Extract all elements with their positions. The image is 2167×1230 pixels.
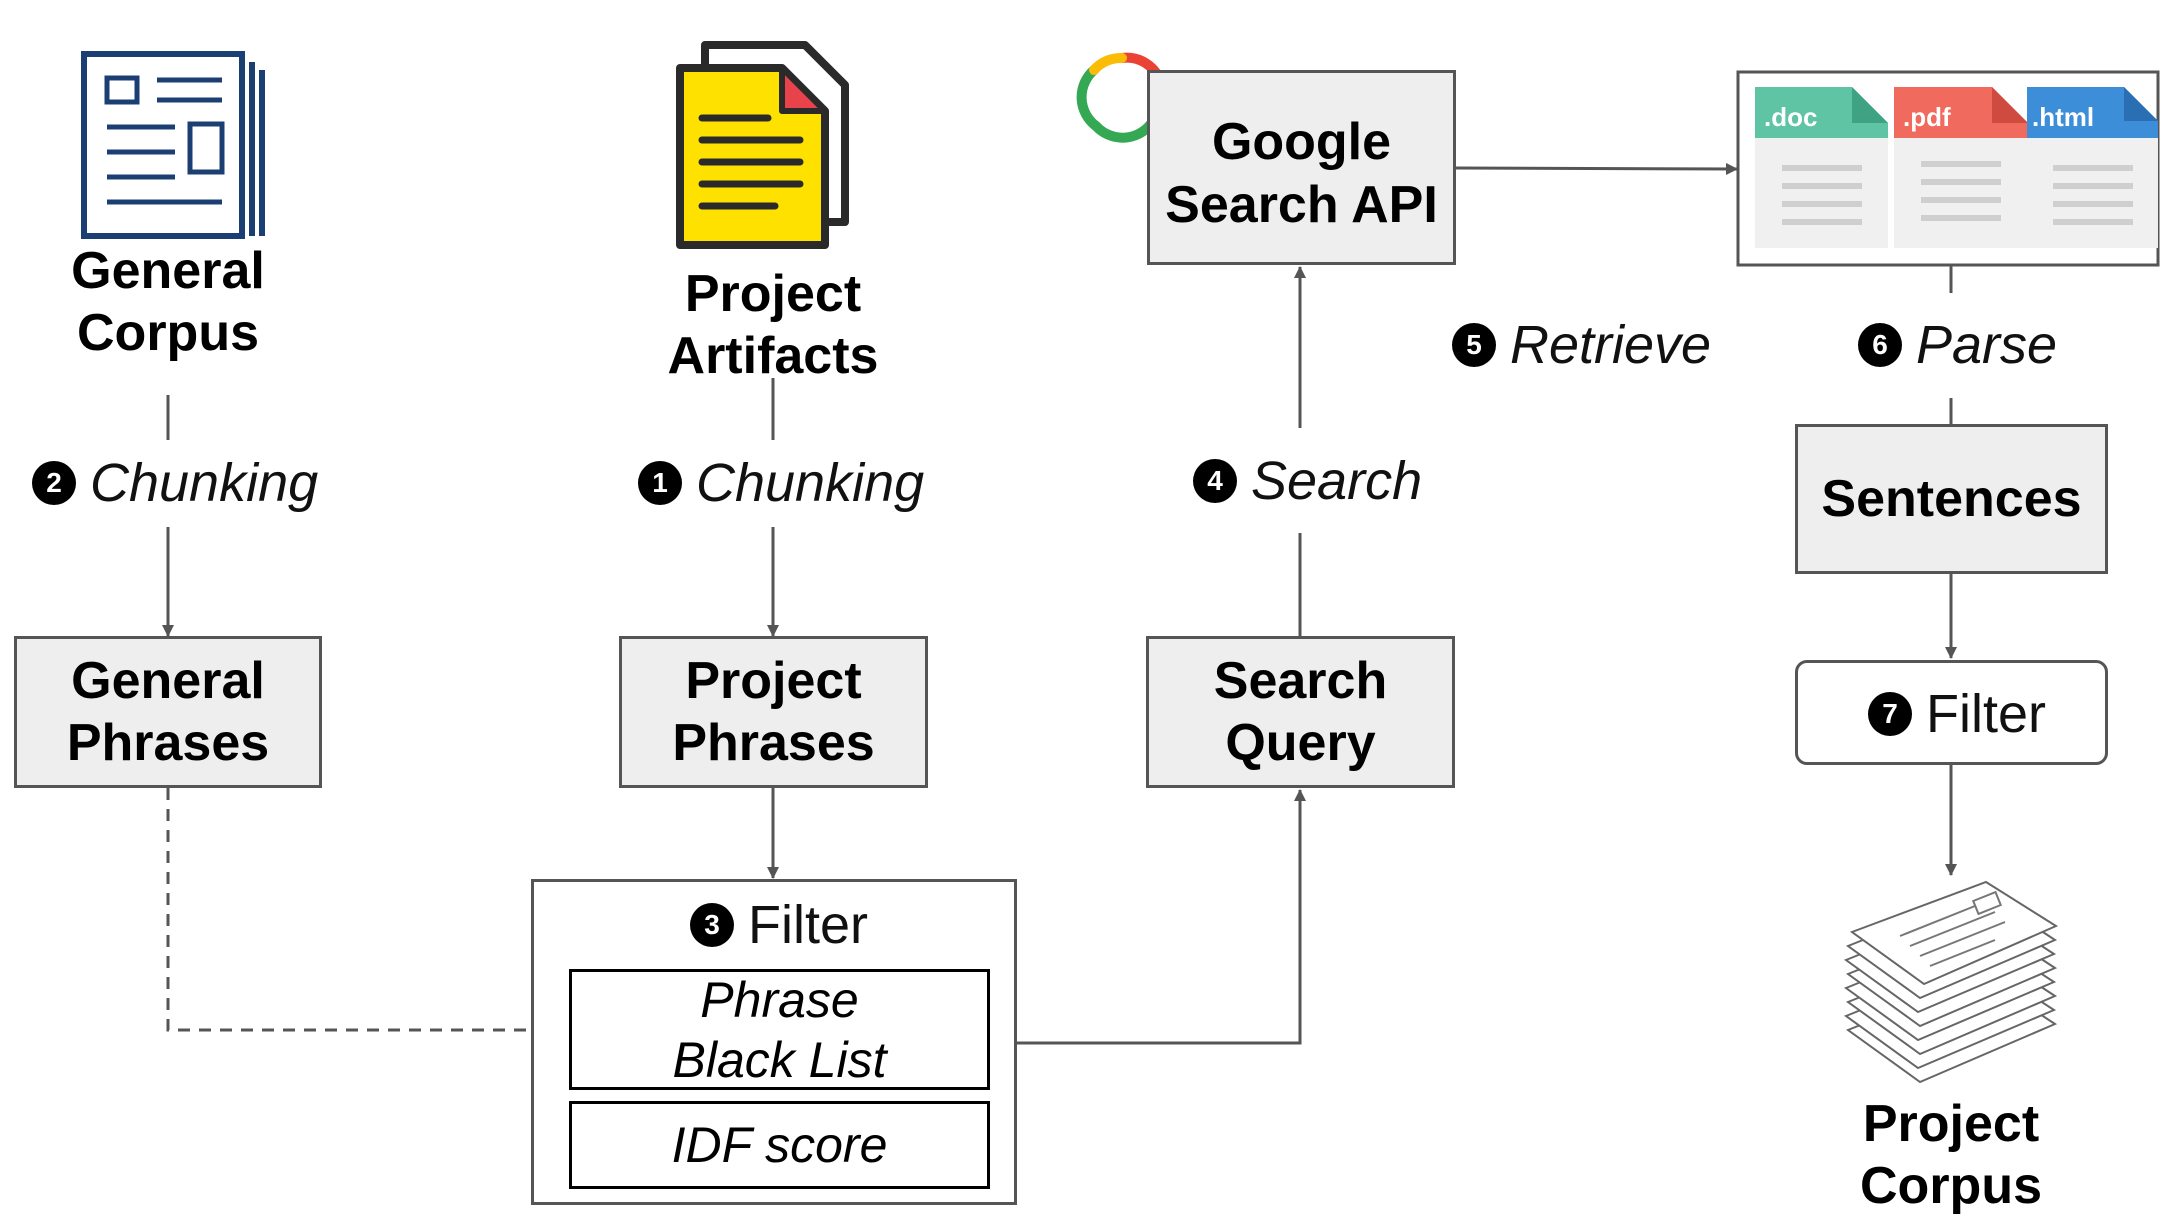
- step-3: 3 Filter: [690, 894, 868, 956]
- step-7-number: 7: [1868, 692, 1912, 736]
- arrow: [1017, 789, 1306, 1045]
- step-5-number: 5: [1452, 323, 1496, 367]
- step-7-label: Filter: [1926, 684, 2046, 744]
- step-5: 5 Retrieve: [1452, 314, 1711, 376]
- google-search-api-box: Google Search API: [1147, 70, 1456, 265]
- dashed-arrow: [166, 788, 569, 1036]
- step-6: 6 Parse: [1858, 314, 2057, 376]
- step-3-number: 3: [690, 903, 734, 947]
- step-4-number: 4: [1193, 459, 1237, 503]
- documents-icon: [676, 41, 849, 249]
- general-phrases-box: General Phrases: [14, 636, 322, 788]
- pdf-label: .pdf: [1903, 102, 1951, 132]
- newspaper-icon: [81, 51, 265, 239]
- step-6-number: 6: [1858, 323, 1902, 367]
- project-artifacts-label: Project Artifacts: [667, 265, 879, 386]
- phrase-black-list-box: Phrase Black List: [569, 969, 990, 1090]
- doc-label: .doc: [1764, 102, 1817, 132]
- step-5-label: Retrieve: [1510, 315, 1712, 375]
- pdf-file-icon: [1894, 87, 2028, 248]
- idf-score-box: IDF score: [569, 1101, 990, 1189]
- step-2-label: Chunking: [90, 453, 319, 513]
- step-4: 4 Search: [1193, 450, 1422, 512]
- step-6-label: Parse: [1916, 315, 2058, 375]
- project-phrases-box: Project Phrases: [619, 636, 928, 788]
- filter-7-box: [1795, 660, 2108, 765]
- paper-stack-icon: [1843, 880, 2059, 1084]
- project-corpus-label: Project Corpus: [1860, 1095, 2042, 1216]
- step-2: 2 Chunking: [32, 452, 318, 514]
- step-7: 7 Filter: [1868, 683, 2046, 745]
- step-1-label: Chunking: [696, 453, 925, 513]
- arrow: [1454, 162, 1738, 175]
- search-query-box: Search Query: [1146, 636, 1455, 788]
- step-1: 1 Chunking: [638, 452, 924, 514]
- step-3-label: Filter: [748, 895, 868, 955]
- sentences-box: Sentences: [1795, 424, 2108, 574]
- html-label: .html: [2032, 102, 2094, 132]
- file-types-icon: .doc .pdf .html: [1736, 70, 2160, 267]
- step-2-number: 2: [32, 461, 76, 505]
- step-1-number: 1: [638, 461, 682, 505]
- step-4-label: Search: [1251, 451, 1423, 511]
- general-corpus-label: General Corpus: [71, 242, 265, 363]
